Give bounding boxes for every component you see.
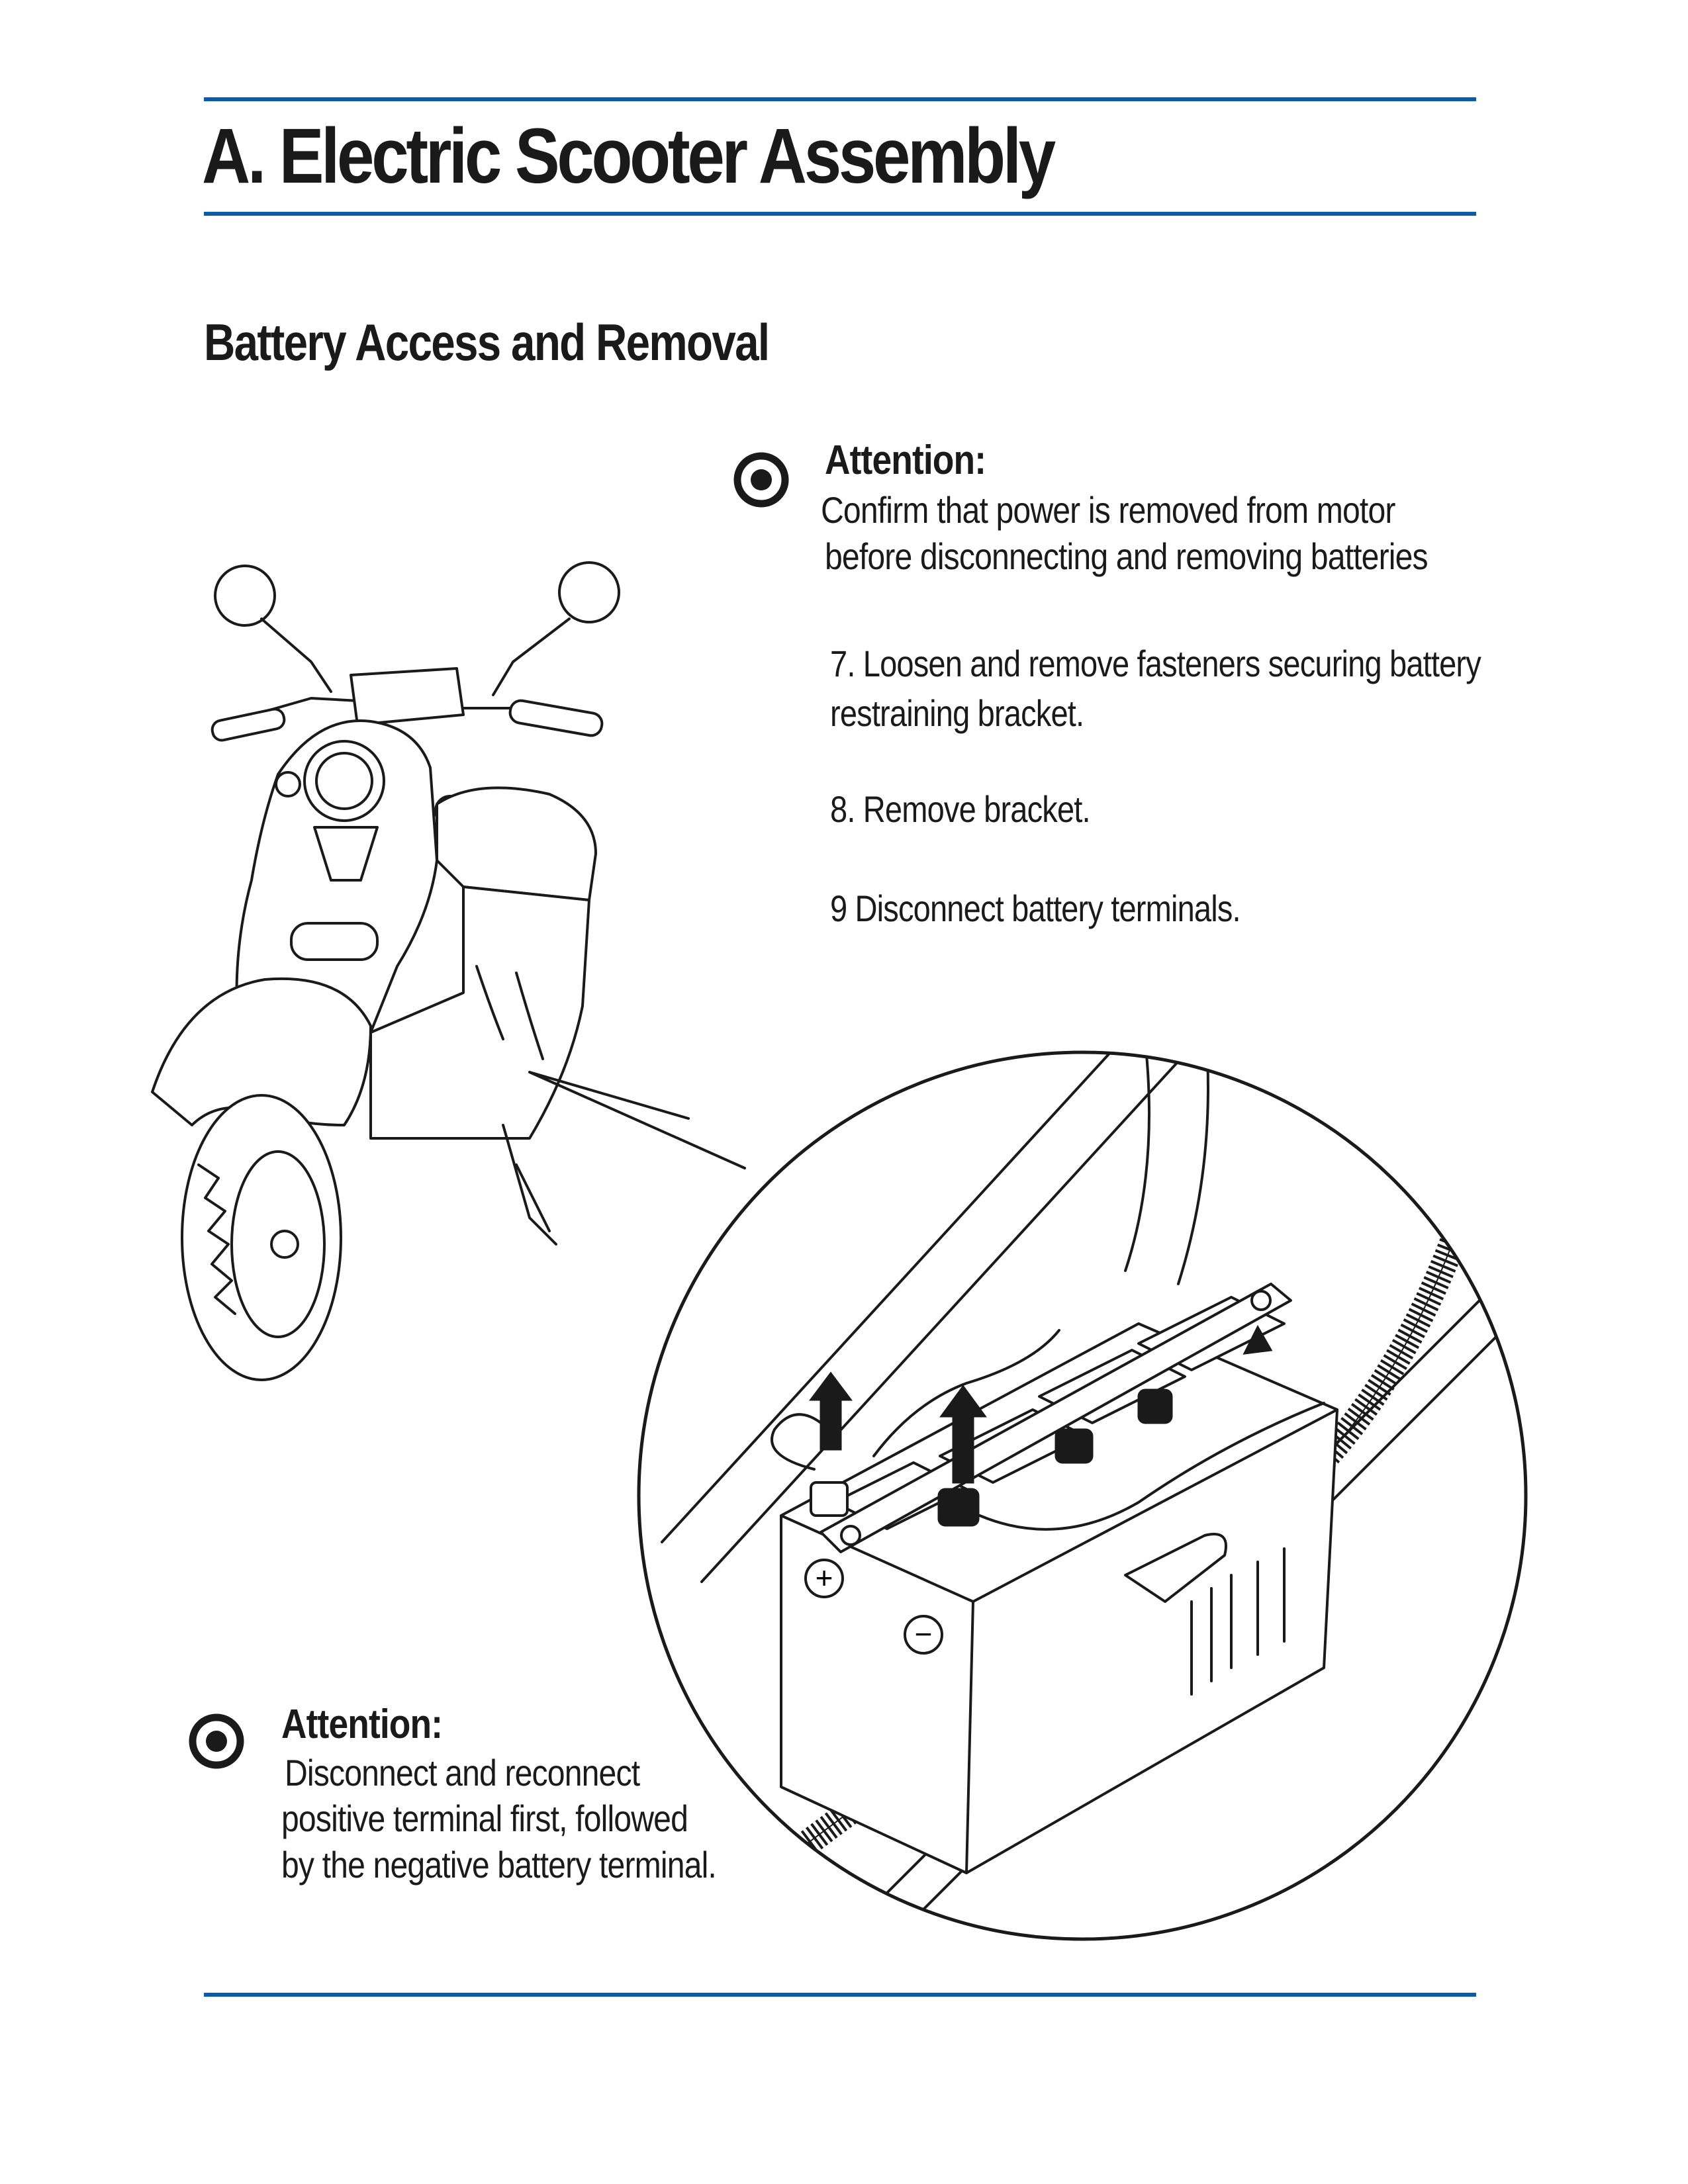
step-8: 8. Remove bracket. (830, 788, 1091, 830)
front-wheel (181, 1094, 342, 1381)
wire (872, 1329, 1060, 1457)
front-badge (290, 922, 379, 961)
negative-terminal-cap (937, 1488, 980, 1527)
negative-label: − (915, 1617, 933, 1651)
step-7-line-2: restraining bracket. (830, 692, 1084, 734)
restraining-bracket (820, 1283, 1292, 1553)
section-subtitle: Battery Access and Removal (204, 313, 770, 371)
horn-grille (313, 826, 379, 882)
frame-tube (661, 1052, 1206, 1583)
instrument-cluster (350, 667, 465, 726)
seat (436, 786, 597, 901)
terminal-cap (1137, 1388, 1173, 1424)
lift-arrow-icon (939, 1385, 987, 1484)
left-mirror (214, 565, 332, 693)
right-grip (508, 699, 604, 737)
attention-text-line: Disconnect and reconnect (285, 1752, 640, 1794)
frame-tube (1124, 1052, 1209, 1285)
attention-title: Attention: (281, 1702, 443, 1747)
lift-arrow-icon (809, 1371, 853, 1451)
attention-target-icon (189, 1713, 244, 1769)
battery-pack (780, 1296, 1338, 1874)
step-9: 9 Disconnect battery terminals. (830, 887, 1241, 929)
detail-circle (637, 1050, 1528, 1941)
wire (771, 1413, 822, 1471)
step-7-line-1: 7. Loosen and remove fasteners securing … (830, 643, 1481, 684)
attention-title: Attention: (825, 437, 986, 483)
header-rule-top (204, 97, 1476, 101)
terminal-cap (1055, 1428, 1094, 1464)
bracket-fastener (840, 1525, 861, 1546)
attention-text-line: Confirm that power is removed from motor (821, 489, 1395, 531)
lift-arrow-icon (1243, 1324, 1273, 1355)
left-indicator (275, 771, 301, 797)
attention-text-line: before disconnecting and removing batter… (825, 535, 1429, 577)
positive-symbol-icon (804, 1559, 844, 1598)
positive-terminal-cap (810, 1481, 849, 1517)
negative-symbol-icon (904, 1615, 943, 1655)
mounting-tab (1124, 1533, 1227, 1603)
footer-rule (204, 1993, 1476, 1997)
attention-target-icon (733, 452, 789, 508)
callout-lines (528, 1071, 746, 1169)
page-title: A. Electric Scooter Assembly (202, 113, 1056, 200)
right-mirror (492, 561, 620, 696)
bracket-fastener (1250, 1290, 1272, 1311)
left-grip (211, 707, 286, 742)
wire (978, 1402, 1325, 1531)
positive-label: + (816, 1561, 833, 1595)
header-rule-bottom (204, 212, 1476, 216)
attention-text-line: by the negative battery terminal. (281, 1844, 717, 1886)
kickstand (502, 1124, 557, 1246)
attention-text-line: positive terminal first, followed (281, 1797, 688, 1839)
